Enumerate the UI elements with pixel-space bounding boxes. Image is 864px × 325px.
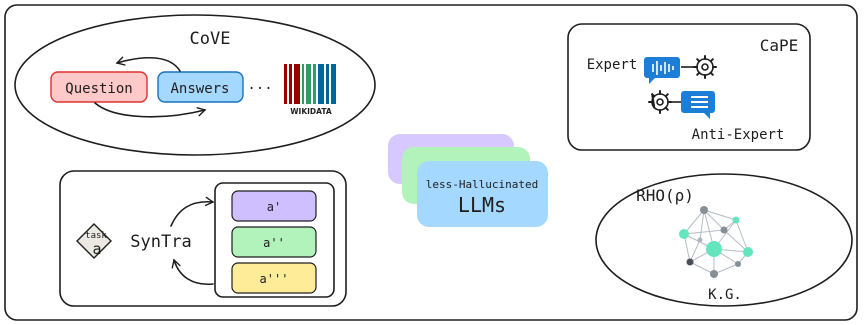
cape-box: [567, 23, 811, 151]
syntra-group: task a SynTra a' a'' a''': [59, 170, 347, 307]
voice-message-icon: [644, 57, 680, 84]
cove-title: CoVE: [190, 29, 231, 49]
answers-label: Answers: [170, 81, 229, 97]
arrow-syntra-down: [171, 258, 214, 285]
cove-ellipse: [14, 14, 376, 156]
cove-group: CoVE Question Answers ··· WIKIDATA: [14, 14, 376, 156]
variant-2-label: a'': [263, 236, 285, 250]
variant-1-label: a': [267, 200, 281, 214]
question-label: Question: [65, 81, 132, 97]
rho-title: RHO(ρ): [636, 186, 694, 205]
cape-group: CaPE Expert: [567, 23, 811, 151]
rho-group: RHO(ρ): [595, 173, 853, 307]
llm-stack: less-Hallucinated LLMs: [388, 134, 548, 227]
kg-caption: K.G.: [708, 287, 742, 303]
task-label: task: [85, 231, 107, 241]
task-variable: a: [92, 240, 101, 258]
arrow-syntra-up: [170, 196, 215, 227]
variant-3: [231, 262, 317, 294]
variant-1: [231, 190, 317, 222]
cape-title: CaPE: [760, 36, 799, 55]
anti-expert-label: Anti-Expert: [692, 127, 785, 143]
syntra-label: SynTra: [130, 232, 191, 252]
wikidata-logo: WIKIDATA: [284, 64, 336, 116]
expert-label: Expert: [587, 57, 638, 73]
arrow-answers-to-question: [115, 56, 181, 72]
variants-box: [214, 182, 335, 298]
outer-frame: [4, 4, 858, 321]
variant-2: [231, 226, 317, 258]
llm-subtitle: less-Hallucinated: [426, 178, 539, 191]
llm-title: LLMs: [458, 193, 506, 217]
answers-node: [157, 71, 244, 103]
expert-gear-icon: [693, 55, 717, 79]
cove-ellipsis: ···: [247, 81, 272, 97]
card-blue: [417, 161, 548, 227]
task-diamond: task a: [76, 223, 112, 259]
arrow-question-to-answers: [94, 102, 207, 118]
wikidata-wordmark: WIKIDATA: [290, 107, 332, 116]
variant-3-label: a''': [260, 272, 289, 286]
rho-ellipse: [595, 173, 853, 307]
text-message-icon: [681, 91, 715, 119]
anti-expert-gear-icon: [648, 90, 672, 114]
syntra-box: [59, 170, 347, 307]
knowledge-graph-icon: [679, 206, 753, 278]
question-node: [50, 71, 148, 103]
